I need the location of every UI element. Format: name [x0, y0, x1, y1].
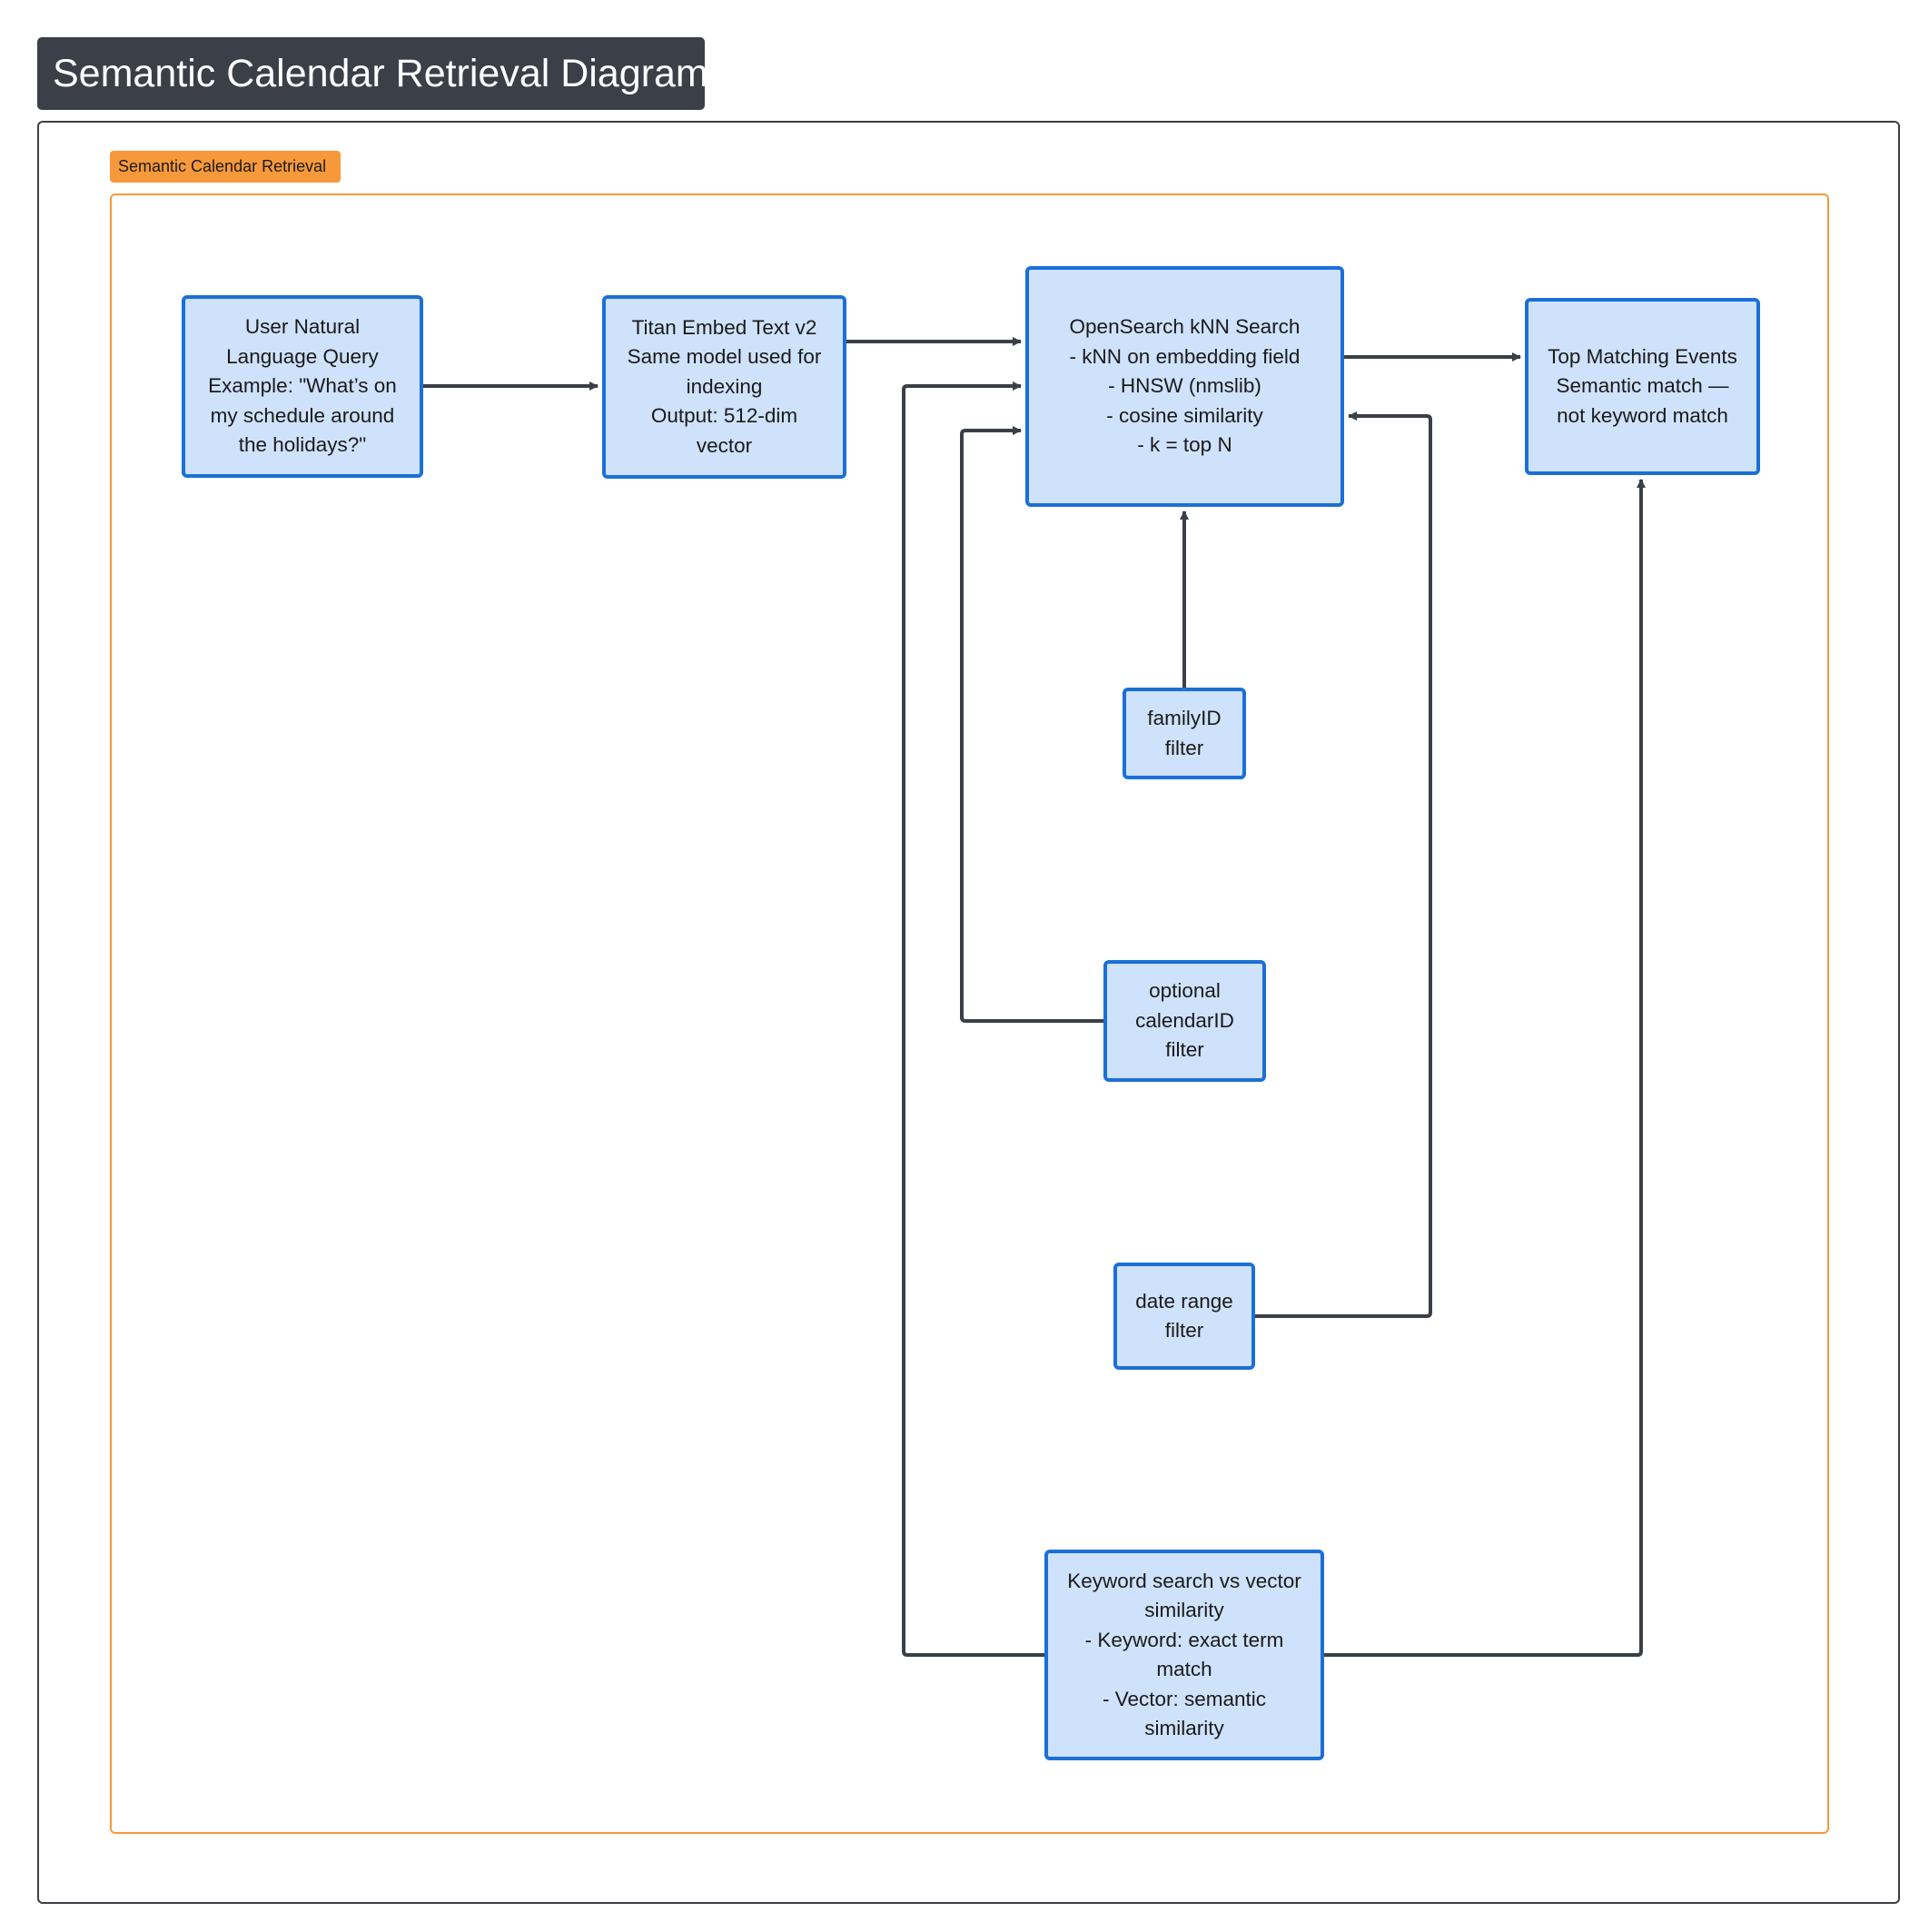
node-text-line: calendarID [1135, 1008, 1234, 1032]
node-text-line: Output: 512-dim [650, 404, 798, 428]
node-keyword-vs-vector: Keyword search vs vector similarity - Keyw… [1044, 1550, 1324, 1760]
edge-keyword-to-top [1324, 479, 1646, 1657]
node-text-line: date range [1135, 1289, 1233, 1313]
node-text-line: vector [696, 433, 753, 457]
node-text-line: filter [1164, 1319, 1204, 1342]
node-text-line: - k = top N [1137, 433, 1232, 457]
node-text-line: - kNN on embedding field [1069, 344, 1301, 368]
node-date-range-filter: date range filter [1113, 1263, 1255, 1370]
node-text-line: Titan Embed Text v2 [631, 315, 817, 339]
node-text-line: - HNSW (nmslib) [1108, 374, 1261, 398]
node-text-line: Top Matching Events [1548, 344, 1737, 368]
node-text-line: similarity [1144, 1717, 1224, 1739]
node-text-line: Language Query [226, 344, 379, 368]
node-titan-embed: Titan Embed Text v2 Same model used for in… [602, 295, 846, 479]
edge-calendar-to-search [960, 426, 1103, 1023]
node-text-line: - Vector: semantic [1102, 1687, 1267, 1710]
group-frame [110, 193, 1829, 1834]
node-text-line: filter [1164, 736, 1204, 759]
node-text-line: my schedule around [210, 403, 395, 427]
group-label: Semantic Calendar Retrieval [110, 151, 341, 183]
node-familyid-filter: familyID filter [1123, 688, 1246, 779]
node-text-line: similarity [1144, 1599, 1224, 1621]
node-text-line: optional [1149, 979, 1221, 1003]
node-text-line: - cosine similarity [1106, 403, 1263, 427]
node-text-line: indexing [686, 374, 763, 398]
node-text-line: filter [1165, 1038, 1204, 1062]
edge-date-to-search [1255, 411, 1432, 1318]
node-text-line: - Keyword: exact term [1084, 1628, 1284, 1651]
node-text-line: User Natural [244, 315, 361, 339]
node-text-line: familyID [1147, 707, 1222, 729]
node-text-line: Example: "What’s on [208, 374, 397, 398]
node-opensearch-knn: OpenSearch kNN Search - kNN on embedding … [1025, 266, 1344, 507]
diagram-frame [37, 121, 1900, 1904]
node-text-line: Semantic match — [1556, 374, 1729, 398]
node-text-line: OpenSearch kNN Search [1069, 315, 1301, 339]
node-text-line: not keyword match [1557, 403, 1728, 427]
node-text-line: Keyword search vs vector [1067, 1569, 1301, 1592]
edge-keyword-to-search [902, 381, 1044, 1657]
node-text-line: Same model used for [627, 345, 822, 369]
node-text-line: match [1156, 1658, 1212, 1680]
diagram-title: Semantic Calendar Retrieval Diagram [37, 37, 708, 110]
node-text-line: the holidays?" [238, 433, 367, 457]
node-calendarid-filter: optional calendarID filter [1103, 960, 1266, 1082]
